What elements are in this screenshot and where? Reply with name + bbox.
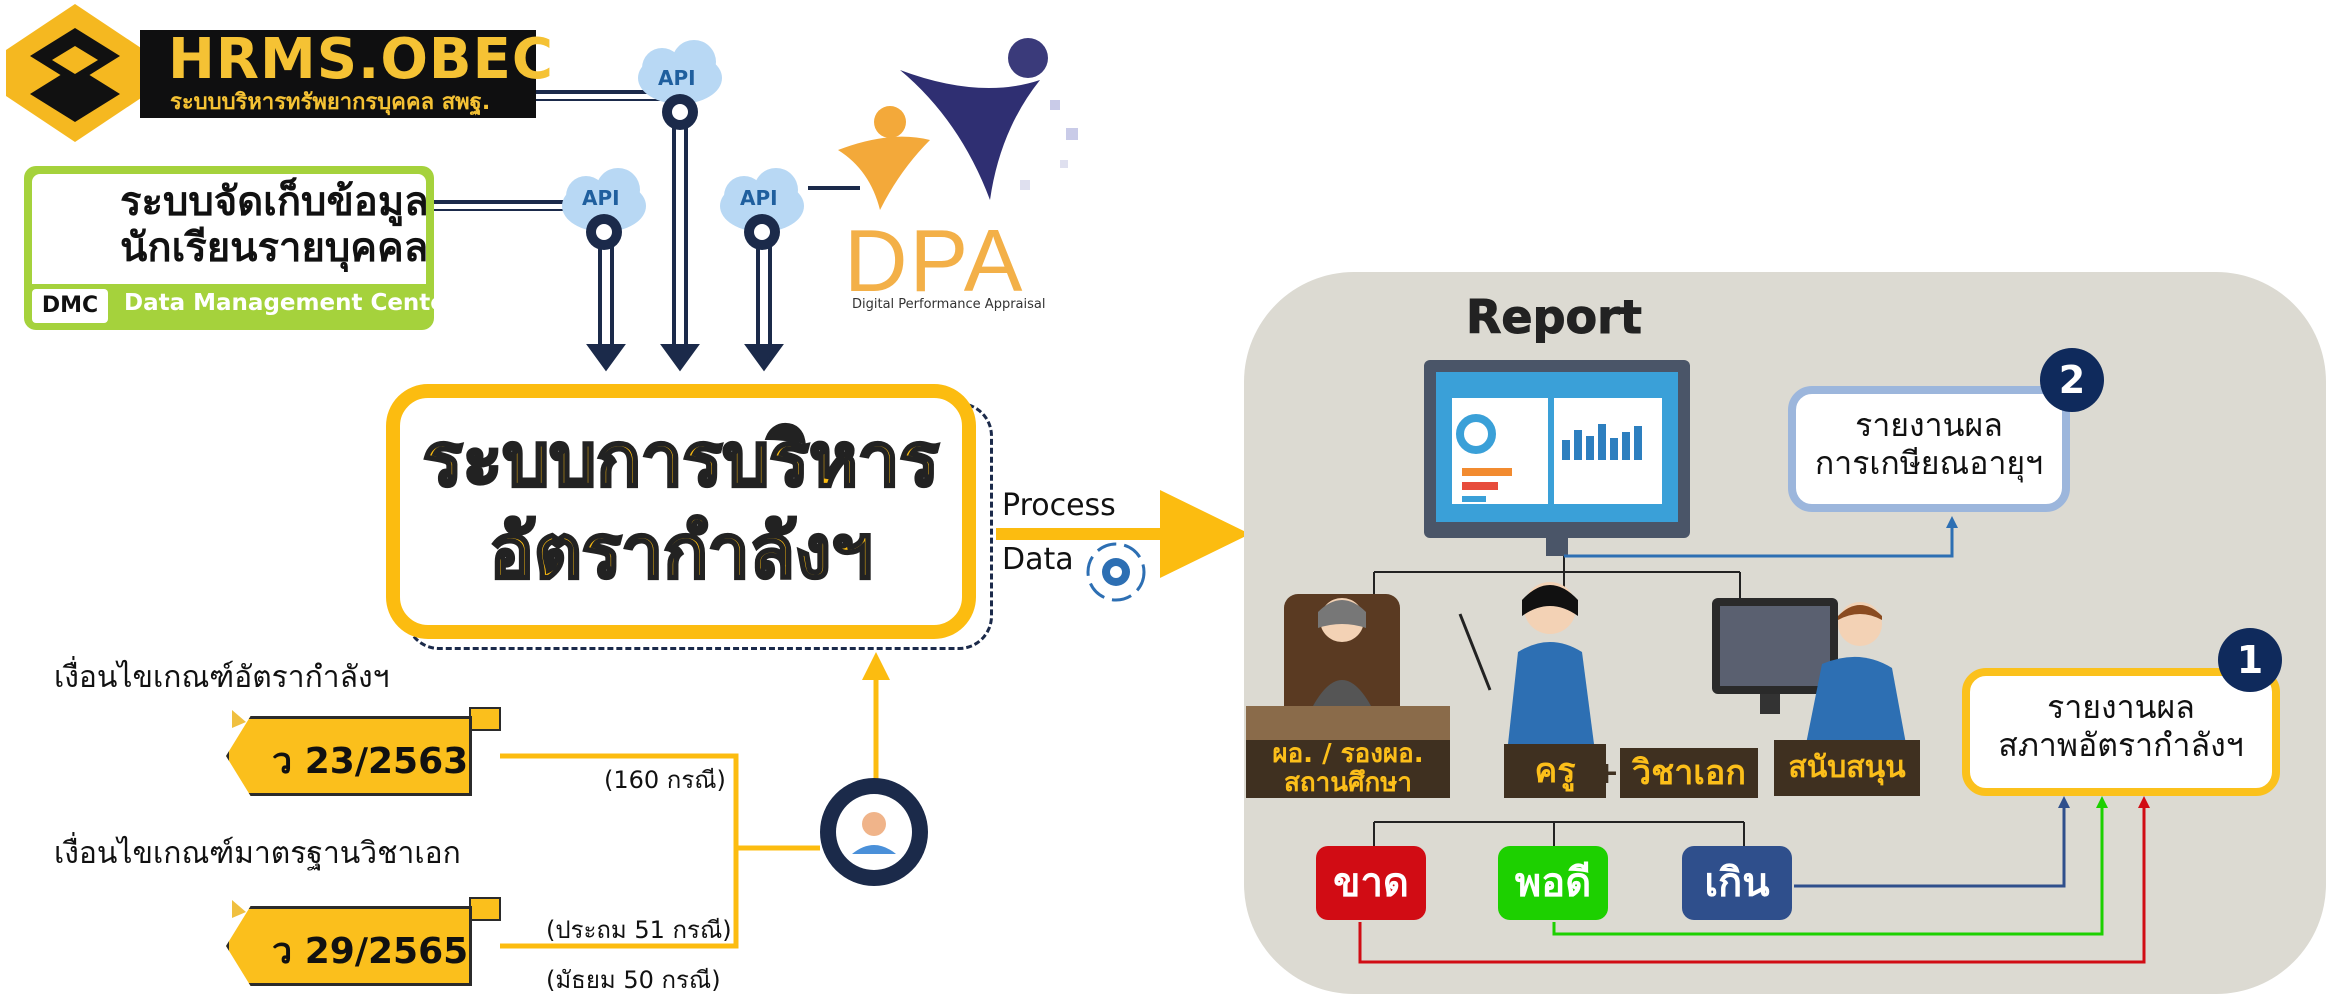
main-system-title: ระบบการบริหาร อัตรากำลังฯ [386,414,976,598]
main-title-line2: อัตรากำลังฯ [488,508,874,597]
staffing-report-box [1962,668,2280,796]
dpa-subtitle: Digital Performance Appraisal [852,297,1046,312]
role-major: วิชาเอก [1620,748,1758,798]
main-title-line1: ระบบการบริหาร [421,416,940,505]
main-system-box [386,384,976,639]
api-cloud-hrms [638,40,722,130]
teacher-figure [1458,582,1594,744]
role-admin-line2: สถานศึกษา [1284,768,1412,798]
status-excess: เกิน [1682,846,1792,920]
dmc-line1: ระบบจัดเก็บข้อมูล [120,179,429,225]
gear-person-icon [820,778,928,886]
api-label-hrms: API [658,66,696,90]
criteria-note-2a: (ประถม 51 กรณี) [546,916,732,944]
criteria-note-1: (160 กรณี) [604,766,726,794]
api-label-dpa: API [740,186,778,210]
criteria-code-2: ว 29/2565 [272,931,469,972]
api-cloud-dmc [562,168,646,250]
dmc-logo-inner [32,174,426,284]
monitor-icon [1424,360,1690,556]
status-shortage: ขาด [1316,846,1426,920]
retirement-report-box [1788,386,2070,512]
role-support: สนับสนุน [1774,740,1920,796]
dpa-title: DPA [844,211,1025,310]
role-plus: + [1594,756,1620,791]
data-label: Data [1002,542,1074,577]
criteria-code-1: ว 23/2563 [272,741,469,782]
staffing-report-line2: สภาพอัตรากำลังฯ [1998,726,2244,764]
process-arrow [996,490,1250,578]
api-cloud-dpa [720,168,804,250]
criteria-tag-1 [226,716,472,796]
retirement-report-text: รายงานผล การเกษียณอายุฯ [1788,406,2070,482]
dmc-fullname: Data Management Center [124,290,458,316]
process-label: Process [1002,488,1116,523]
role-teacher: ครู [1504,744,1606,798]
status-adequate: พอดี [1498,846,1608,920]
role-admin-line1: ผอ. / รองผอ. [1272,739,1424,769]
hrms-subtitle: ระบบบริหารทรัพยากรบุคคล สพฐ. [170,90,491,115]
criteria-note-2b: (มัธยม 50 กรณี) [546,966,721,994]
staffing-report-text: รายงานผล สภาพอัตรากำลังฯ [1962,688,2280,764]
role-admin: ผอ. / รองผอ. สถานศึกษา [1246,740,1450,798]
dpa-figures [838,38,1078,210]
retirement-report-line2: การเกษียณอายุฯ [1814,444,2044,482]
dmc-tag: DMC [32,289,108,323]
retirement-report-line1: รายงานผล [1855,406,2003,444]
admin-figure [1246,594,1450,742]
criteria-heading-1: เงื่อนไขเกณฑ์อัตรากำลังฯ [54,660,390,695]
dmc-line2: นักเรียนรายบุคคล [120,225,429,271]
hrms-emblem [6,4,144,142]
staffing-report-line1: รายงานผล [2047,688,2195,726]
hrms-logo-bar [140,30,536,118]
criteria-tag-2 [226,906,472,986]
report-title: Report [1466,290,1643,345]
hrms-title: HRMS.OBEC [168,27,554,92]
api-label-dmc: API [582,186,620,210]
badge-2: 2 [2040,348,2104,412]
badge-1: 1 [2218,628,2282,692]
criteria-heading-2: เงื่อนไขเกณฑ์มาตรฐานวิชาเอก [54,836,461,871]
tag-stubs [232,707,501,921]
process-gear-icon [1086,542,1146,602]
support-figure [1712,598,1906,744]
